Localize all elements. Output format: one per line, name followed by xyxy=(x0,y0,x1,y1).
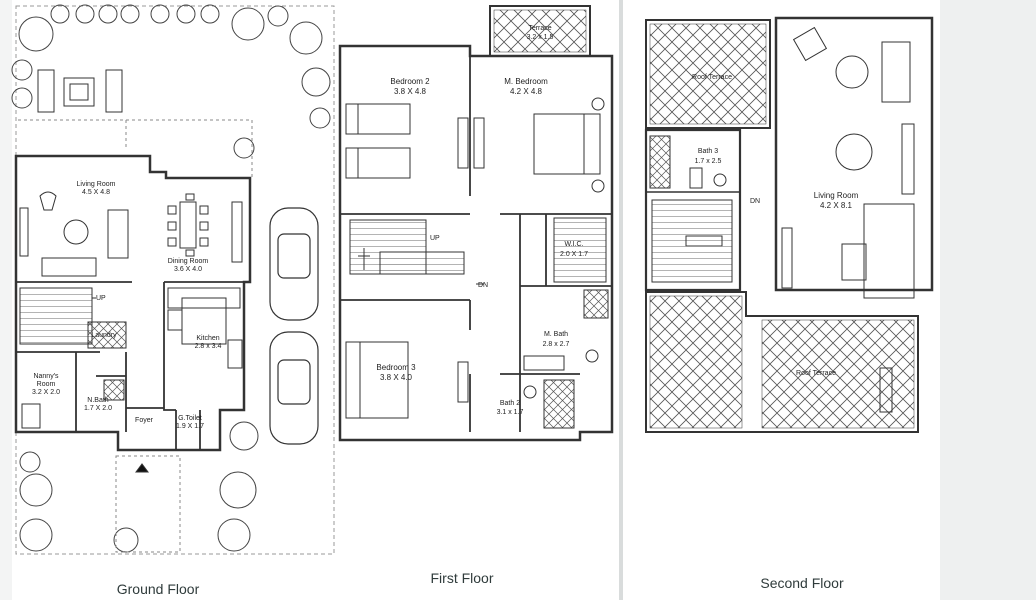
garden-trees xyxy=(11,4,331,553)
panel-divider-1 xyxy=(619,0,623,600)
label-gtoilet: G.Toilet xyxy=(178,415,202,422)
living-room-furniture xyxy=(19,191,129,277)
second-living-furniture xyxy=(781,26,915,299)
nanny-bed xyxy=(21,403,41,429)
label-nbath: N.Bath xyxy=(87,397,109,404)
label-first-up: UP xyxy=(430,235,440,242)
second-floor-title: Second Floor xyxy=(760,575,844,591)
label-nanny-size: 3.2 X 2.0 xyxy=(32,389,60,396)
label-ground-up: UP xyxy=(96,295,106,302)
label-living: Living Room xyxy=(77,181,116,188)
label-roof1: Roof Terrace xyxy=(692,74,732,81)
first-interior-walls xyxy=(340,56,612,432)
ground-interior-walls xyxy=(16,281,244,450)
label-bath2-size: 3.1 x 1.7 xyxy=(497,409,524,416)
label-first-dn: DN xyxy=(478,282,488,289)
dining-table xyxy=(167,193,243,263)
entry-arrow-icon xyxy=(135,463,149,473)
master-bed xyxy=(473,97,605,193)
bath3-shower xyxy=(649,135,671,189)
label-second-living-size: 4.2 X 8.1 xyxy=(820,201,853,210)
first-floor-plan xyxy=(338,5,614,442)
roof-terrace-2 xyxy=(645,291,919,433)
label-bath3-size: 1.7 x 2.5 xyxy=(695,158,722,165)
label-bed2: Bedroom 2 xyxy=(390,77,430,86)
second-floor-plan xyxy=(644,16,934,433)
first-exterior-walls xyxy=(338,44,614,442)
room-labels: Living Room 4.5 X 4.8 Dining Room 3.6 X … xyxy=(32,25,859,430)
label-second-dn: DN xyxy=(750,198,760,205)
label-roof2: Roof Terrace xyxy=(796,370,836,377)
bath2-shower xyxy=(543,379,575,429)
wic-shelving xyxy=(553,217,607,283)
label-mbed: M. Bedroom xyxy=(504,77,548,86)
label-kitchen-size: 2.8 x 3.4 xyxy=(195,343,222,350)
label-nbath-size: 1.7 X 2.0 xyxy=(84,405,112,412)
label-bed2-size: 3.8 X 4.8 xyxy=(394,87,427,96)
label-terrace: Terrace xyxy=(528,25,551,32)
label-mbath-size: 2.8 x 2.7 xyxy=(543,341,570,348)
parked-cars xyxy=(269,207,319,445)
label-kitchen: Kitchen xyxy=(196,335,219,342)
ground-floor-title: Ground Floor xyxy=(116,581,200,597)
second-core-walls xyxy=(644,128,742,292)
label-bath2: Bath 2 xyxy=(500,400,520,407)
label-living-size: 4.5 X 4.8 xyxy=(82,189,110,196)
label-nanny-2: Room xyxy=(37,381,56,388)
label-wic: W.I.C. xyxy=(564,241,583,248)
roof-terrace-1 xyxy=(645,19,771,129)
label-foyer: Foyer xyxy=(135,417,154,424)
label-bed3-size: 3.8 X 4.0 xyxy=(380,373,413,382)
label-nanny-1: Nanny's xyxy=(33,373,59,380)
outdoor-seating xyxy=(37,69,123,113)
second-living-walls xyxy=(774,16,934,292)
kitchen-fixtures xyxy=(167,287,243,369)
label-second-living: Living Room xyxy=(814,191,859,200)
label-terrace-size: 3.2 x 1.5 xyxy=(527,34,554,41)
label-gtoilet-size: 1.9 X 1.7 xyxy=(176,423,204,430)
label-laundry: Laundry xyxy=(91,332,117,339)
label-mbath: M. Bath xyxy=(544,331,568,338)
label-bath3: Bath 3 xyxy=(698,148,718,155)
ground-floor-plan xyxy=(11,4,335,555)
label-wic-size: 2.0 X 1.7 xyxy=(560,251,588,258)
laundry-area xyxy=(87,321,127,349)
label-dining: Dining Room xyxy=(168,258,209,265)
master-shower xyxy=(583,289,609,319)
label-mbed-size: 4.2 X 4.8 xyxy=(510,87,543,96)
bedroom3-bed xyxy=(345,341,469,419)
bedroom2-beds xyxy=(345,103,469,179)
second-staircase xyxy=(651,199,733,283)
entry-path xyxy=(115,455,181,553)
ground-staircase xyxy=(19,287,93,345)
right-margin xyxy=(940,0,1036,600)
nbath-shower xyxy=(103,379,125,401)
left-margin xyxy=(0,0,12,600)
label-bed3: Bedroom 3 xyxy=(376,363,416,372)
master-vanity xyxy=(523,355,565,371)
label-dining-size: 3.6 X 4.0 xyxy=(174,266,202,273)
first-floor-title: First Floor xyxy=(430,570,494,586)
